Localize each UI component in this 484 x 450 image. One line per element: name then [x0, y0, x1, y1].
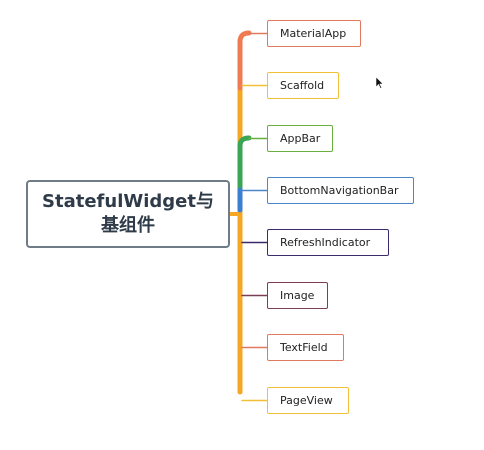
child-node-label: BottomNavigationBar	[280, 184, 399, 197]
child-node-label: PageView	[280, 394, 333, 407]
child-node-pageview[interactable]: PageView	[267, 387, 349, 414]
child-node-label: TextField	[280, 341, 328, 354]
child-node-bottomnavigationbar[interactable]: BottomNavigationBar	[267, 177, 414, 204]
child-node-label: RefreshIndicator	[280, 236, 371, 249]
child-node-image[interactable]: Image	[267, 282, 328, 309]
child-node-scaffold[interactable]: Scaffold	[267, 72, 339, 99]
child-node-refreshindicator[interactable]: RefreshIndicator	[267, 229, 389, 256]
child-node-materialapp[interactable]: MaterialApp	[267, 20, 361, 47]
branch-top	[237, 30, 252, 91]
child-node-label: AppBar	[280, 132, 321, 145]
child-node-label: Scaffold	[280, 79, 325, 92]
mouse-cursor-icon	[376, 77, 384, 89]
child-node-label: Image	[280, 289, 315, 302]
child-node-textfield[interactable]: TextField	[267, 334, 344, 361]
root-node-label: StatefulWidget与 基组件	[42, 191, 214, 236]
child-node-label: MaterialApp	[280, 27, 347, 40]
branch-green	[237, 135, 252, 193]
root-node[interactable]: StatefulWidget与 基组件	[26, 180, 230, 248]
child-node-appbar[interactable]: AppBar	[267, 125, 333, 152]
